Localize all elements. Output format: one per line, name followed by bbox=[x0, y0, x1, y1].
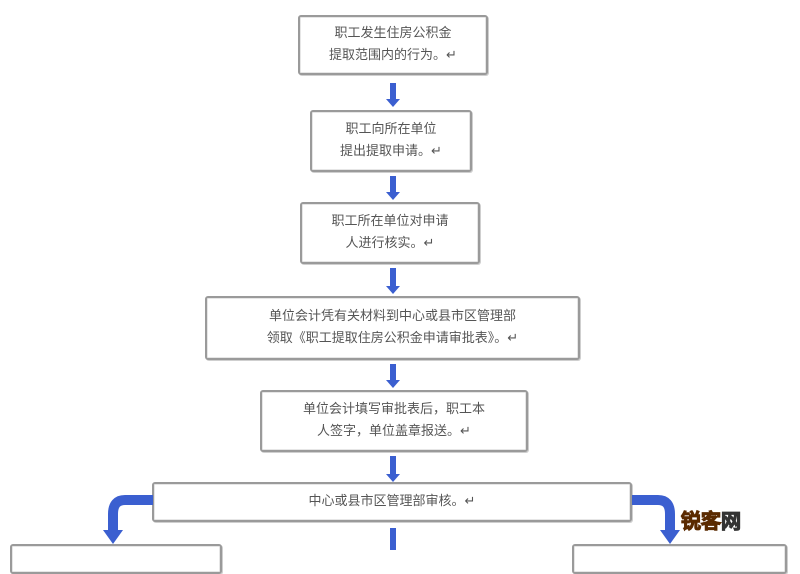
step-2-line-1: 职工向所在单位 bbox=[345, 122, 437, 137]
down-arrow-icon bbox=[386, 364, 400, 388]
step-5-line-2: 人签字，单位盖章报送。↵ bbox=[317, 424, 471, 439]
flow-step-3: 职工所在单位对申请 人进行核实。↵ bbox=[300, 202, 480, 264]
down-arrow-icon bbox=[386, 528, 400, 550]
step-2-line-2: 提出提取申请。↵ bbox=[340, 144, 442, 159]
flow-step-5: 单位会计填写审批表后，职工本 人签字，单位盖章报送。↵ bbox=[260, 390, 528, 452]
flow-step-1: 职工发生住房公积金 提取范围内的行为。↵ bbox=[298, 15, 488, 75]
step-5-line-1: 单位会计填写审批表后，职工本 bbox=[302, 402, 485, 417]
down-arrow-icon bbox=[386, 176, 400, 200]
step-3-line-2: 人进行核实。↵ bbox=[345, 236, 435, 251]
step-4-line-2: 领取《职工提取住房公积金申请审批表》。↵ bbox=[266, 331, 519, 346]
step-1-line-1: 职工发生住房公积金 bbox=[334, 26, 452, 41]
flow-step-6: 中心或县市区管理部审核。↵ bbox=[152, 482, 632, 522]
step-4-line-1: 单位会计凭有关材料到中心或县市区管理部 bbox=[268, 309, 516, 324]
flow-step-bottom-right bbox=[572, 544, 787, 574]
flow-step-4: 单位会计凭有关材料到中心或县市区管理部 领取《职工提取住房公积金申请审批表》。↵ bbox=[205, 296, 580, 360]
step-6-line-1: 中心或县市区管理部审核。↵ bbox=[308, 494, 476, 509]
step-3-line-1: 职工所在单位对申请 bbox=[331, 214, 449, 229]
down-arrow-icon bbox=[386, 83, 400, 107]
watermark-logo: 锐客网 bbox=[681, 505, 742, 534]
flow-step-bottom-left bbox=[10, 544, 222, 574]
step-1-line-2: 提取范围内的行为。↵ bbox=[329, 48, 457, 63]
down-arrow-icon bbox=[386, 268, 400, 294]
curved-arrow-left-icon bbox=[103, 495, 153, 544]
flow-step-2: 职工向所在单位 提出提取申请。↵ bbox=[310, 110, 472, 172]
watermark-text-2: 网 bbox=[721, 509, 742, 534]
curved-arrow-right-icon bbox=[632, 495, 680, 544]
down-arrow-icon bbox=[386, 456, 400, 482]
watermark-text: 锐客 bbox=[681, 509, 722, 534]
